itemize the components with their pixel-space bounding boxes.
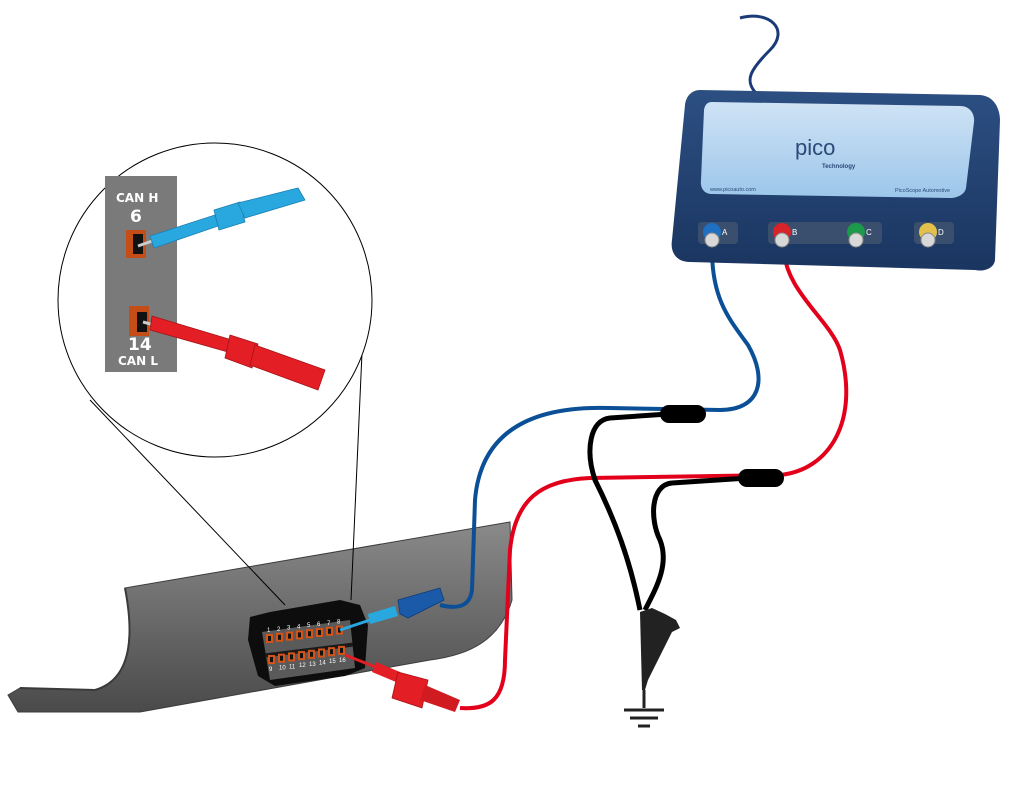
callout-pin-6-socket — [126, 230, 146, 258]
obd-pin-label: 8 — [337, 620, 341, 626]
obd-pin-hole — [340, 647, 343, 653]
obd-pin-label: 6 — [317, 622, 321, 628]
label-can-l: CAN L — [118, 354, 158, 368]
channel-a-label: A — [722, 228, 728, 237]
can-high-wire — [439, 249, 761, 609]
callout-pin-14-socket — [129, 306, 149, 336]
obd-pin-hole — [268, 636, 271, 641]
obd-pin-hole — [338, 627, 341, 633]
channel-c-label: C — [866, 228, 872, 237]
brand-subtitle: Technology — [822, 164, 856, 170]
obd-pin-hole — [318, 630, 321, 635]
model-text: PicoScope Automotive — [895, 188, 950, 194]
label-pin-6: 6 — [130, 207, 142, 227]
label-pin-14: 14 — [128, 335, 152, 355]
obd-pin-hole — [290, 654, 293, 660]
callout-line-left — [89, 399, 286, 606]
obd-pin-label: 15 — [329, 659, 336, 665]
obd-pin-label: 13 — [309, 662, 316, 668]
obd-pin-hole — [328, 628, 331, 634]
obd-pin-hole — [298, 632, 301, 638]
ground-wire-a — [587, 411, 669, 611]
can-low-splitter — [738, 469, 784, 487]
callout-panel — [105, 176, 177, 372]
channel-b-label: B — [792, 228, 797, 237]
obd-pin-label: 9 — [269, 667, 273, 673]
ground-clip — [640, 608, 680, 708]
obd-red-probe — [344, 653, 460, 712]
channel-c-bnc-connector[interactable] — [848, 232, 864, 248]
obd-pin-label: 7 — [327, 621, 331, 627]
obd-pin-hole — [330, 649, 333, 655]
picoscope-device: pico Technology www.picoauto.com PicoSco… — [671, 90, 1000, 271]
obd-pin-label: 14 — [319, 661, 326, 667]
obd-pin-hole — [320, 650, 323, 656]
website-text: www.picoauto.com — [709, 187, 756, 193]
channel-a-bnc-connector[interactable] — [704, 232, 720, 248]
obd-pin-label: 12 — [299, 663, 306, 669]
obd-pin-hole — [308, 631, 311, 637]
obd-pin-label: 5 — [307, 623, 311, 629]
obd-pin-hole — [310, 651, 313, 657]
obd-pin-label: 11 — [289, 664, 296, 670]
callout-magnifier: CAN H 6 14 CAN L — [57, 142, 373, 458]
label-can-h: CAN H — [116, 191, 158, 205]
obd-blue-probe — [339, 587, 445, 632]
obd-pin-label: 1 — [267, 628, 271, 634]
channel-d-label: D — [938, 228, 944, 237]
ground-icon — [624, 708, 664, 728]
channel-d-bnc-connector[interactable] — [920, 232, 936, 248]
channel-inputs: A B C D — [698, 222, 954, 248]
obd-pin-hole — [278, 634, 281, 640]
channel-b-bnc-connector[interactable] — [774, 232, 790, 248]
callout-blue-probe — [137, 187, 306, 249]
obd-pin-hole — [280, 655, 283, 661]
obd-pin-label: 3 — [287, 626, 291, 632]
obd-pin-hole — [288, 633, 291, 639]
obd-pin-label: 16 — [339, 658, 346, 664]
ground-wire-b — [642, 475, 749, 612]
brand-logo: pico — [795, 135, 835, 160]
obd-pin-hole — [270, 657, 273, 662]
can-high-splitter — [660, 405, 706, 423]
obd-pin-label: 10 — [279, 666, 286, 672]
obd-pin-label: 4 — [297, 624, 301, 630]
obd-pin-label: 2 — [277, 627, 281, 633]
callout-red-probe — [142, 315, 326, 391]
obd-pin-hole — [300, 653, 303, 659]
usb-cable — [739, 14, 780, 93]
